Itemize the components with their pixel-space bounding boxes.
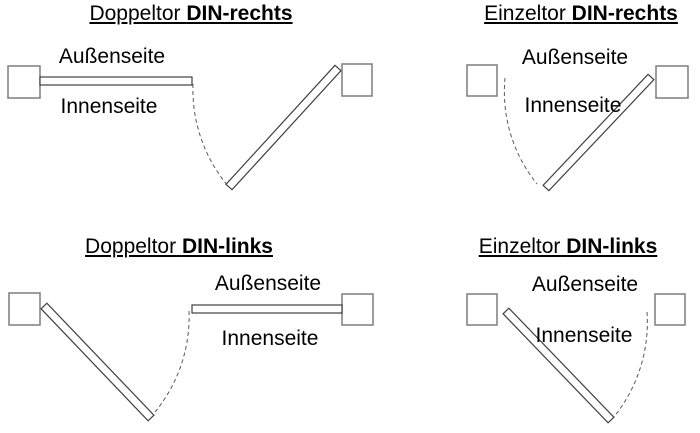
panel-title-doppeltor-din-rechts: Doppeltor DIN-rechts: [89, 2, 292, 26]
swing-arc: [154, 310, 190, 413]
outside-label: Außenseite: [531, 273, 639, 296]
gate-leaf-closed: [39, 76, 193, 86]
post-left: [466, 293, 498, 326]
post-right: [654, 293, 686, 326]
gate-leaf-open: [502, 307, 615, 424]
title-din-variant: DIN-rechts: [186, 2, 293, 25]
gate-leaf-closed: [191, 304, 343, 314]
title-type: Doppeltor: [85, 235, 177, 258]
post-right: [341, 63, 373, 97]
outside-label: Außenseite: [58, 45, 166, 68]
post-right: [341, 293, 374, 326]
swing-arc: [612, 311, 648, 419]
title-type: Einzeltor: [484, 2, 566, 25]
post-left: [8, 292, 41, 326]
panel-title-doppeltor-din-links: Doppeltor DIN-links: [85, 235, 273, 259]
panel-title-einzeltor-din-rechts: Einzeltor DIN-rechts: [484, 2, 678, 26]
post-left: [7, 65, 41, 99]
outside-label: Außenseite: [214, 272, 322, 295]
panel-doppeltor-din-rechts: [7, 63, 373, 191]
swing-arc: [503, 77, 538, 185]
post-left: [466, 64, 498, 97]
inside-label: Innenseite: [524, 94, 622, 117]
panel-einzeltor-din-links: [466, 293, 686, 424]
gate-leaf-open: [225, 64, 342, 191]
panel-title-einzeltor-din-links: Einzeltor DIN-links: [479, 235, 658, 259]
panel-einzeltor-din-rechts: [466, 64, 689, 192]
gate-leaf-open: [542, 73, 655, 192]
inside-label: Innenseite: [221, 327, 319, 350]
swing-arc: [192, 83, 229, 187]
title-type: Einzeltor: [478, 235, 561, 258]
gate-leaf-open: [40, 302, 155, 422]
title-type: Doppeltor: [89, 2, 181, 25]
panel-doppeltor-din-links: [8, 292, 374, 422]
title-din-variant: DIN-rechts: [571, 2, 678, 25]
outside-label: Außenseite: [521, 46, 629, 69]
post-right: [655, 65, 689, 99]
title-din-variant: DIN-links: [566, 235, 658, 258]
title-din-variant: DIN-links: [181, 235, 273, 258]
inside-label: Innenseite: [60, 95, 158, 118]
inside-label: Innenseite: [535, 324, 633, 347]
